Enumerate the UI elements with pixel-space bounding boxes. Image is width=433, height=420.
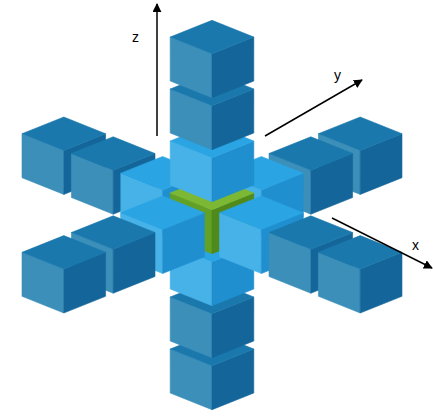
cube-face [22,236,106,269]
y-axis [265,80,362,136]
axis-label: x [412,238,419,252]
cube-face [170,20,254,53]
axis-label: y [334,68,341,82]
axis-label: z [132,30,139,44]
x-axis [332,218,432,268]
cube [22,236,106,313]
z-axis [156,4,158,136]
axis-group [157,4,432,268]
cube-face [318,236,402,269]
cube [170,20,254,97]
cube-group [22,20,402,409]
